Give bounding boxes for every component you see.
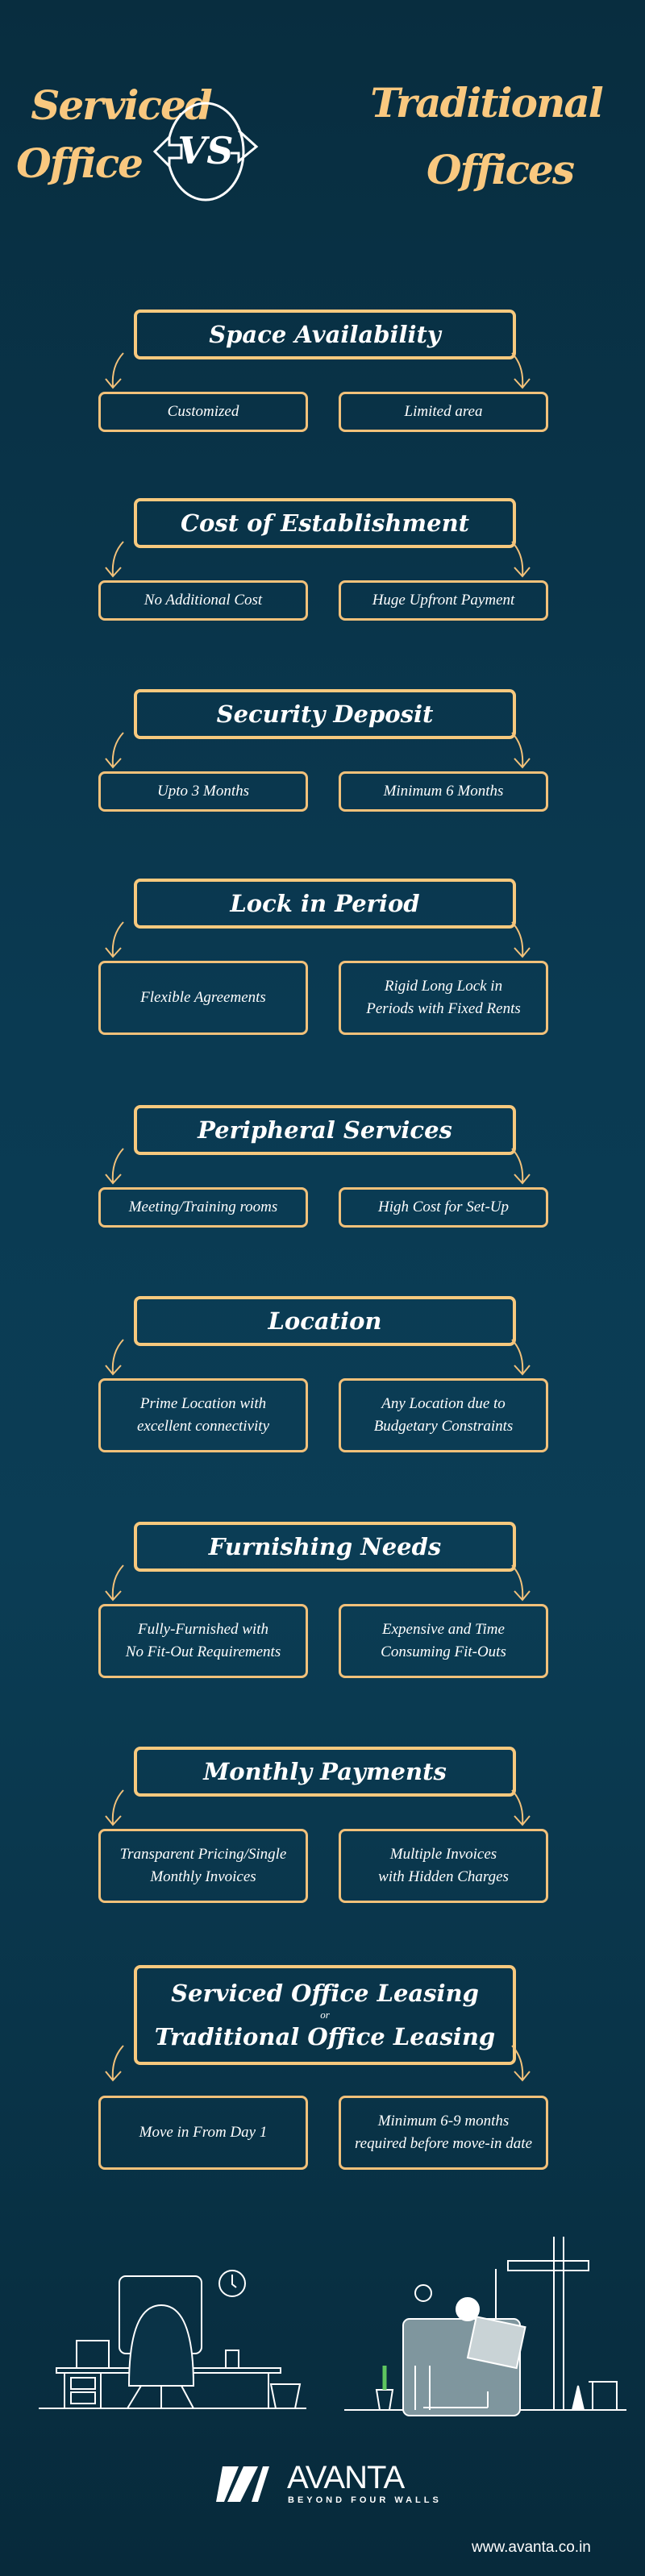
arrow-right-icon	[511, 541, 531, 578]
serviced-office-box: Meeting/Training rooms	[98, 1187, 308, 1228]
final-or: or	[320, 2009, 330, 2021]
final-serviced-box: Move in From Day 1	[98, 2096, 308, 2170]
serviced-office-box: Transparent Pricing/Single Monthly Invoi…	[98, 1829, 308, 1903]
title-offices: Offices	[427, 146, 575, 193]
serviced-office-box: Prime Location with excellent connectivi…	[98, 1378, 308, 1452]
traditional-office-text: Rigid Long Lock in Periods with Fixed Re…	[366, 978, 521, 1017]
section-title: Peripheral Services	[198, 1116, 452, 1144]
section-heading-box: Peripheral Services	[134, 1105, 516, 1155]
arrow-left-icon	[105, 1789, 124, 1826]
traditional-office-box: Any Location due to Budgetary Constraint…	[339, 1378, 548, 1452]
section-heading-box: Location	[134, 1296, 516, 1346]
serviced-office-box: Upto 3 Months	[98, 771, 308, 812]
traditional-office-text: Any Location due to Budgetary Constraint…	[373, 1395, 514, 1435]
final-traditional-box: Minimum 6-9 months required before move-…	[339, 2096, 548, 2170]
avanta-logo-icon	[216, 2466, 269, 2502]
traditional-office-box: Limited area	[339, 392, 548, 432]
serviced-office-text: Meeting/Training rooms	[128, 1199, 278, 1215]
arrow-right-icon	[511, 732, 531, 769]
serviced-office-text: Prime Location with excellent connectivi…	[136, 1395, 270, 1435]
final-heading-box: Serviced Office Leasing or Traditional O…	[134, 1965, 516, 2065]
vs-label: VS	[177, 129, 234, 172]
arrow-left-icon	[105, 1148, 124, 1185]
arrow-left-icon	[105, 541, 124, 578]
section-heading-box: Furnishing Needs	[134, 1522, 516, 1572]
website-url[interactable]: www.avanta.co.in	[472, 2539, 591, 2556]
arrow-right-icon	[511, 921, 531, 958]
section-heading-box: Security Deposit	[134, 689, 516, 739]
serviced-office-box: Customized	[98, 392, 308, 432]
section-heading-box: Space Availability	[134, 310, 516, 359]
serviced-office-box: Fully-Furnished with No Fit-Out Requirem…	[98, 1604, 308, 1678]
arrow-left-icon	[105, 352, 124, 389]
arrow-right-icon	[511, 1148, 531, 1185]
arrow-left-icon	[105, 1564, 124, 1602]
final-traditional-text: Minimum 6-9 months required before move-…	[354, 2113, 532, 2152]
arrow-right-icon	[511, 1564, 531, 1602]
section-heading-box: Monthly Payments	[134, 1747, 516, 1797]
arrow-right-icon	[511, 2045, 531, 2082]
arrow-right-icon	[511, 352, 531, 389]
serviced-office-text: No Additional Cost	[144, 592, 263, 609]
section-title: Lock in Period	[230, 890, 420, 917]
traditional-office-box: Expensive and Time Consuming Fit-Outs	[339, 1604, 548, 1678]
brand-name: AVANTA	[287, 2460, 405, 2495]
serviced-office-box: No Additional Cost	[98, 580, 308, 621]
section-title: Space Availability	[209, 321, 441, 348]
traditional-office-box: Huge Upfront Payment	[339, 580, 548, 621]
serviced-office-text: Transparent Pricing/Single Monthly Invoi…	[119, 1846, 287, 1885]
traditional-office-box: Minimum 6 Months	[339, 771, 548, 812]
serviced-office-text: Flexible Agreements	[140, 989, 266, 1006]
section-heading-box: Lock in Period	[134, 879, 516, 929]
section-title: Monthly Payments	[203, 1758, 447, 1785]
arrow-right-icon	[511, 1339, 531, 1376]
traditional-office-box: High Cost for Set-Up	[339, 1187, 548, 1228]
section-title: Cost of Establishment	[180, 509, 470, 537]
section-title: Security Deposit	[216, 700, 434, 728]
title-traditional: Traditional	[370, 79, 603, 127]
section-title: Location	[268, 1307, 382, 1335]
final-title-line2: Traditional Office Leasing	[154, 2023, 496, 2050]
title-office: Office	[16, 139, 144, 187]
arrow-left-icon	[105, 2045, 124, 2082]
final-title-line1: Serviced Office Leasing	[171, 1980, 479, 2007]
brand-tagline: BEYOND FOUR WALLS	[288, 2495, 442, 2505]
section-heading-box: Cost of Establishment	[134, 498, 516, 548]
arrow-left-icon	[105, 732, 124, 769]
traditional-office-text: Huge Upfront Payment	[372, 592, 515, 609]
arrow-left-icon	[105, 921, 124, 958]
arrow-right-icon	[511, 1789, 531, 1826]
vs-arrows-icon	[152, 102, 259, 202]
traditional-office-text: Multiple Invoices with Hidden Charges	[378, 1846, 509, 1885]
title-serviced: Serviced	[31, 81, 213, 129]
traditional-office-text: High Cost for Set-Up	[377, 1199, 510, 1215]
arrow-left-icon	[105, 1339, 124, 1376]
traditional-office-text: Minimum 6 Months	[383, 783, 504, 800]
serviced-office-desk-illustration	[39, 2270, 306, 2409]
traditional-office-construction-illustration	[344, 2237, 626, 2416]
serviced-office-box: Flexible Agreements	[98, 961, 308, 1035]
serviced-office-text: Fully-Furnished with No Fit-Out Requirem…	[125, 1621, 281, 1660]
traditional-office-text: Limited area	[404, 403, 483, 420]
traditional-office-box: Multiple Invoices with Hidden Charges	[339, 1829, 548, 1903]
traditional-office-box: Rigid Long Lock in Periods with Fixed Re…	[339, 961, 548, 1035]
section-title: Furnishing Needs	[208, 1533, 442, 1560]
serviced-office-text: Customized	[167, 403, 239, 420]
traditional-office-text: Expensive and Time Consuming Fit-Outs	[381, 1621, 506, 1660]
serviced-office-text: Upto 3 Months	[157, 783, 249, 800]
final-serviced-text: Move in From Day 1	[139, 2124, 268, 2141]
